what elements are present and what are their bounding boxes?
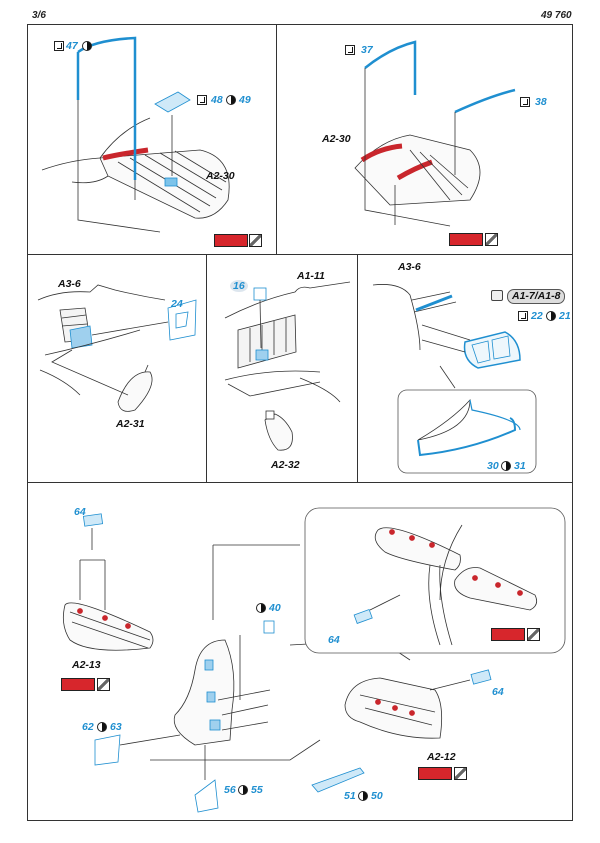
p6-drawing: [62, 507, 566, 813]
p1-drawing: [41, 36, 230, 233]
part-label: 40: [269, 602, 281, 614]
half-circle-icon: [82, 41, 92, 51]
fold-icon: [345, 45, 355, 55]
ref-label: A2-12: [427, 751, 456, 763]
red-paint-swatch: [491, 628, 525, 641]
half-circle-icon: [358, 791, 368, 801]
ref-label: A2-30: [206, 170, 235, 182]
part-label: 49: [239, 94, 251, 106]
set-number: 49 760: [541, 10, 572, 21]
part-label: 51: [344, 790, 356, 802]
fold-icon: [54, 41, 64, 51]
red-paint-swatch: [61, 678, 95, 691]
part-label: 63: [110, 721, 122, 733]
ref-box-label: A1-7/A1-8: [507, 289, 566, 304]
metal-swatch-icon: [97, 678, 110, 691]
part-label: 21: [559, 310, 571, 322]
fold-icon: [520, 97, 530, 107]
part-label: 64: [492, 686, 504, 698]
half-circle-icon: [226, 95, 236, 105]
p5-drawing: [372, 284, 537, 474]
half-circle-icon: [256, 603, 266, 613]
part-label: 50: [371, 790, 383, 802]
p2-drawing: [354, 40, 516, 227]
ref-label: A3-6: [398, 261, 421, 273]
camera-icon: [491, 290, 503, 301]
part-label: 30: [487, 460, 499, 472]
part-label: 37: [361, 44, 373, 56]
metal-swatch-icon: [249, 234, 262, 247]
metal-swatch-icon: [527, 628, 540, 641]
part-label: 56: [224, 784, 236, 796]
part-label: 24: [171, 298, 183, 310]
part-label: 48: [211, 94, 223, 106]
part-label: 31: [514, 460, 526, 472]
ref-label: A2-30: [322, 133, 351, 145]
page-number: 3/6: [32, 10, 46, 21]
part-label: 55: [251, 784, 263, 796]
fold-icon: [518, 311, 528, 321]
ref-label: A3-6: [58, 278, 81, 290]
panel-6: [27, 482, 573, 821]
half-circle-icon: [238, 785, 248, 795]
part-label: 64: [74, 506, 86, 518]
part-label: 64: [328, 634, 340, 646]
part-label: 22: [531, 310, 543, 322]
ref-label: A2-32: [271, 459, 300, 471]
metal-swatch-icon: [485, 233, 498, 246]
ref-label: A2-13: [72, 659, 101, 671]
half-circle-icon: [97, 722, 107, 732]
half-circle-icon: [501, 461, 511, 471]
part-label: 62: [82, 721, 94, 733]
red-paint-swatch: [418, 767, 452, 780]
half-circle-icon: [546, 311, 556, 321]
part-label: 38: [535, 96, 547, 108]
part-label: 16: [230, 280, 248, 292]
metal-swatch-icon: [454, 767, 467, 780]
red-paint-swatch: [449, 233, 483, 246]
red-paint-swatch: [214, 234, 248, 247]
fold-icon: [197, 95, 207, 105]
p4-drawing: [224, 281, 351, 451]
part-label: 47: [66, 40, 78, 52]
ref-label: A2-31: [116, 418, 145, 430]
p3-drawing: [37, 284, 197, 412]
ref-label: A1-11: [297, 270, 325, 282]
